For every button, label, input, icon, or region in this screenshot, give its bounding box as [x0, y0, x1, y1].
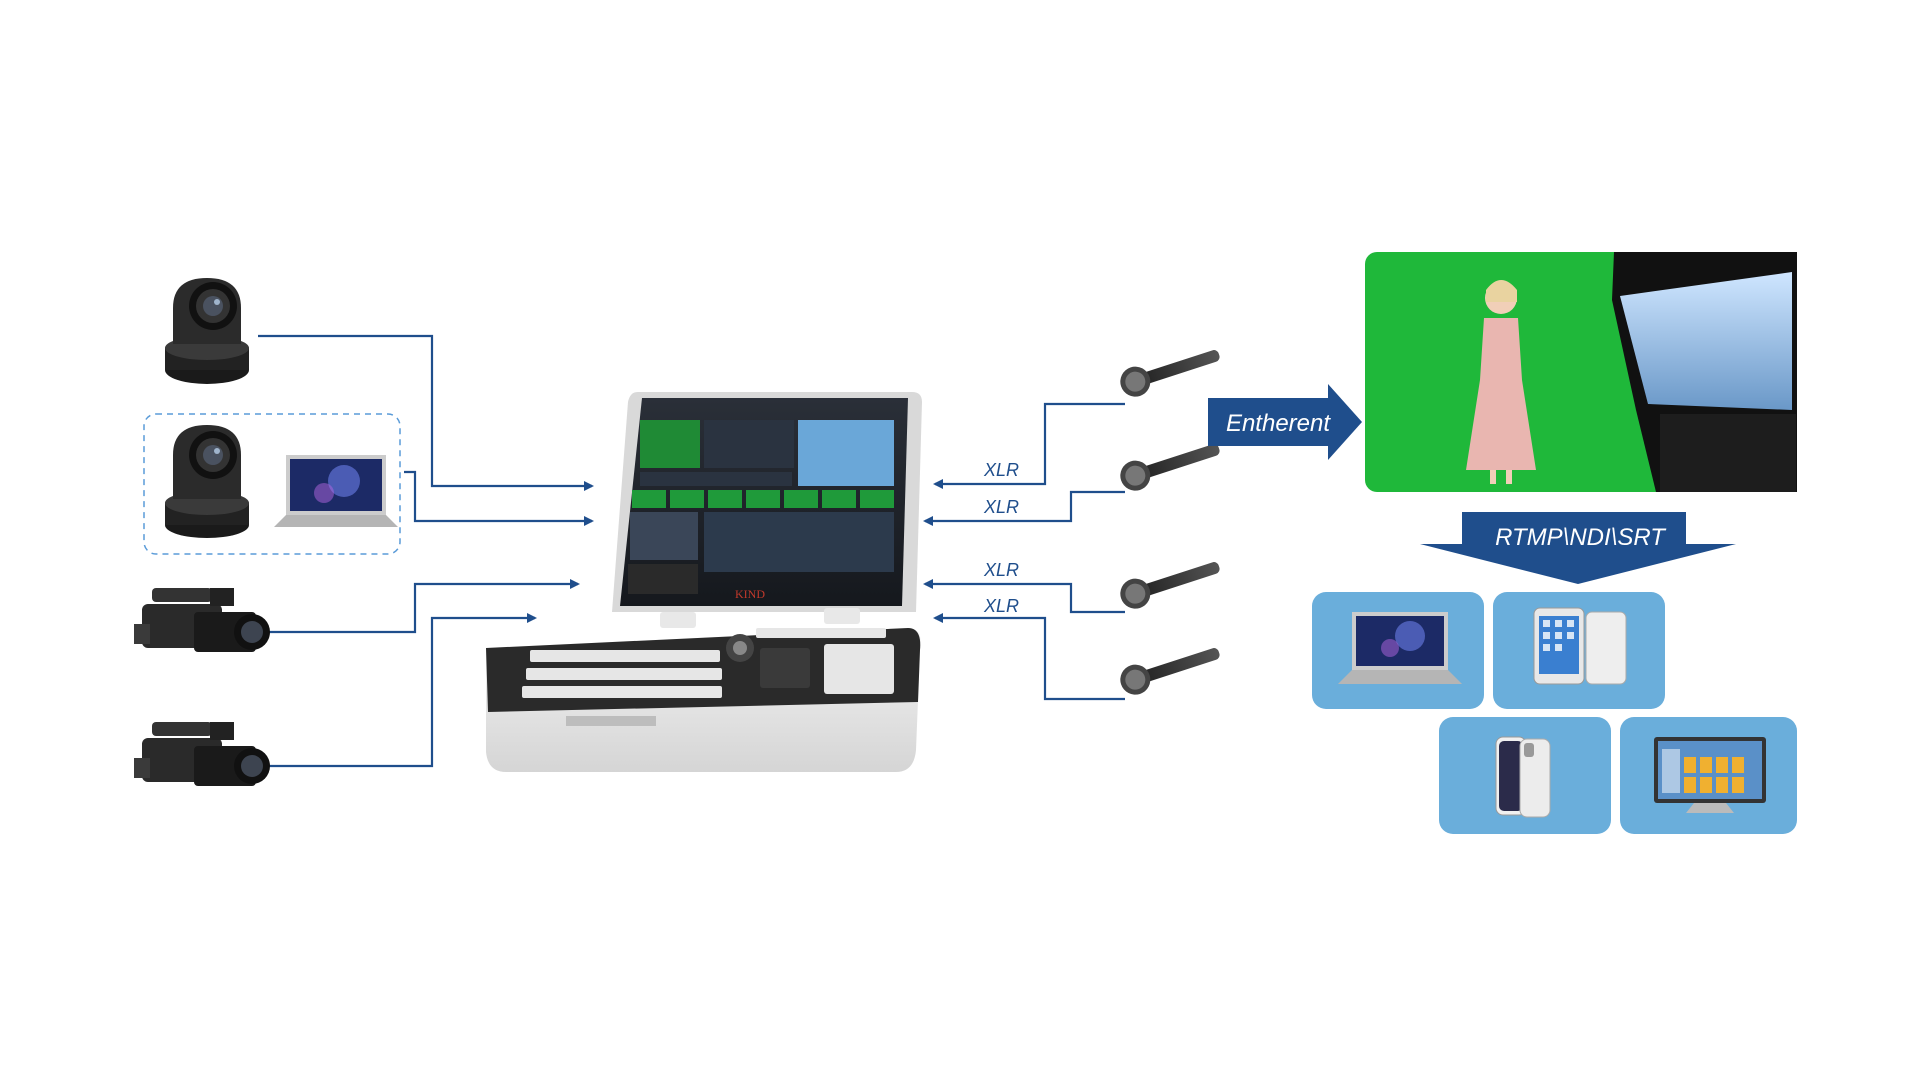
tablet-icon	[1533, 607, 1627, 685]
microphone-icon	[1120, 562, 1220, 609]
xlr-lines	[923, 402, 1125, 701]
laptop-icon	[274, 455, 398, 527]
xlr-label-1: XLR	[983, 460, 1019, 480]
network-label: Entherent	[1226, 410, 1331, 437]
xlr-label-2: XLR	[983, 497, 1019, 517]
camera-laptop-group	[143, 413, 401, 555]
phone-icon	[1495, 736, 1551, 818]
microphone-icon	[1120, 648, 1220, 695]
camcorder-icon	[134, 722, 270, 786]
line-ptz-camera-1	[258, 334, 594, 491]
tv-icon	[1654, 737, 1766, 813]
line-group-box	[404, 470, 594, 526]
microphone-icon	[1120, 350, 1220, 397]
laptop-icon	[1338, 612, 1462, 684]
switcher-brand: KIND	[735, 587, 765, 601]
xlr-line-2	[923, 490, 1125, 526]
xlr-label-3: XLR	[983, 560, 1019, 580]
network-arrow	[1208, 384, 1362, 460]
microphone-icon	[1120, 444, 1220, 491]
green-screen-studio-image	[1365, 252, 1797, 492]
stream-arrow	[1420, 512, 1736, 584]
xlr-line-4	[933, 613, 1125, 701]
stream-protocols-label: RTMP\NDI\SRT	[1495, 524, 1667, 551]
xlr-line-1	[933, 402, 1125, 489]
line-camcorder-1	[258, 579, 580, 634]
line-camcorder-2	[258, 613, 537, 768]
camcorder-icon	[134, 588, 270, 652]
input-lines	[258, 334, 594, 768]
ptz-camera-icon	[165, 278, 249, 384]
ptz-camera-icon	[165, 425, 249, 538]
xlr-label-4: XLR	[983, 596, 1019, 616]
xlr-line-3	[923, 579, 1125, 614]
video-switcher-icon	[486, 392, 922, 772]
